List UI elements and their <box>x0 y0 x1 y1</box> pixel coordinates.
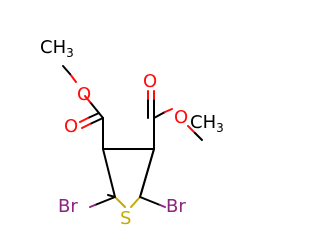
structure-canvas: CH3 O O O O CH3 Br S Br <box>40 37 224 229</box>
carbonyl-double-bond-left-a <box>89 117 104 125</box>
carbonyl-double-bond-left-b-colored <box>79 117 89 123</box>
ester-o-methyl-bond-left-colored <box>69 73 77 83</box>
c4-c5-inner-bond <box>140 148 155 195</box>
oxygen-right-carbonyl-label: O <box>143 71 157 92</box>
ester-o-methyl-bond-right-colored <box>187 125 196 134</box>
carbonyl-ester-o-bond-right-colored <box>164 108 173 113</box>
methyl-right-label: CH3 <box>190 112 224 135</box>
c2-br-bond <box>94 196 116 206</box>
c5-s-bond <box>130 196 141 208</box>
bromine-left-label: Br <box>58 196 78 217</box>
oxygen-right-ester-label: O <box>174 107 188 128</box>
methyl-left-label: CH3 <box>40 37 74 60</box>
carbonyl-double-bond-left-b <box>87 112 100 119</box>
c5-br-bond-colored <box>159 204 166 208</box>
bromine-right-label: Br <box>166 196 186 217</box>
carbonyl-ester-o-bond-left-colored <box>84 95 91 103</box>
ester-o-methyl-bond-left <box>62 65 71 75</box>
oxygen-left-ester-label: O <box>77 84 91 105</box>
carbonyl-double-bond-left-a-colored <box>81 123 91 129</box>
molecule-drawing: CH3 O O O O CH3 Br S Br <box>40 37 224 229</box>
carbonyl-ester-o-bond-left <box>89 101 104 119</box>
c2-br-bond-colored <box>89 204 96 208</box>
sulfur-label: S <box>120 208 131 229</box>
oxygen-left-carbonyl-label: O <box>64 116 78 137</box>
c5-br-bond <box>139 196 161 206</box>
c2-s-bond <box>114 196 126 208</box>
carbonyl-ester-o-bond-right <box>153 111 166 119</box>
c3-c2-bond <box>102 148 116 198</box>
ester-o-methyl-bond-right <box>194 132 203 141</box>
